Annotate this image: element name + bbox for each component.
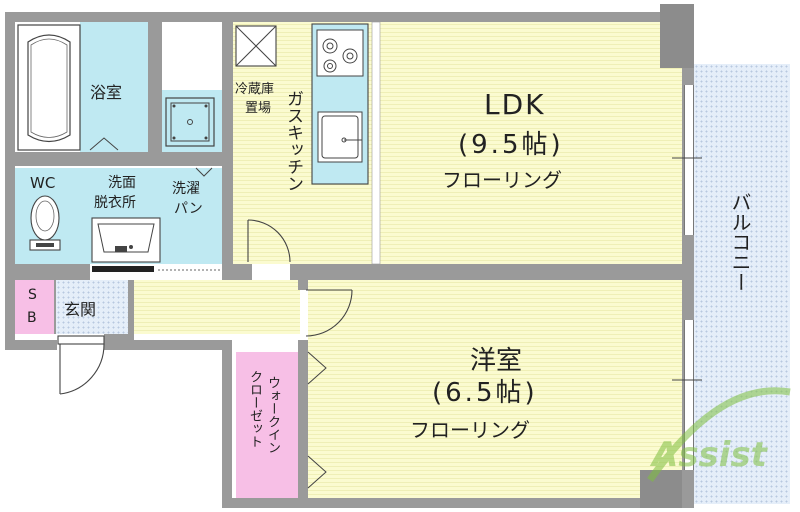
structural-column	[660, 4, 694, 68]
ldk-size: (9.5帖)	[458, 130, 564, 160]
wall	[233, 12, 693, 22]
door-swing	[57, 335, 105, 395]
wash-basin-icon	[91, 217, 161, 272]
ldk-floor-type: フローリング	[442, 168, 562, 192]
western-room-floor-type: フローリング	[410, 418, 530, 442]
svg-text:Assist: Assist	[649, 435, 769, 475]
wall	[222, 340, 232, 508]
sb-label-b: B	[27, 310, 37, 326]
entrance-label: 玄関	[64, 300, 97, 319]
entrance-floor	[56, 280, 128, 334]
western-room-title: 洋室	[470, 346, 523, 376]
wall	[222, 22, 233, 272]
wall	[14, 264, 90, 280]
wall	[5, 340, 57, 350]
sb-label-s: S	[28, 287, 37, 303]
wall	[14, 152, 224, 166]
wall	[222, 264, 252, 280]
kitchen-label: ガスキッチン	[283, 90, 303, 192]
fridge-label-line1: 冷蔵庫	[235, 82, 275, 97]
wc-label: WC	[30, 174, 56, 192]
laundry-label-line2: パン	[174, 201, 203, 217]
walk-in-closet-area	[236, 352, 298, 498]
wall	[148, 22, 162, 152]
wall	[298, 340, 308, 498]
fridge-space-icon	[235, 25, 277, 67]
bathroom-floor	[80, 22, 148, 152]
bathtub-icon	[17, 24, 81, 151]
wall	[128, 280, 134, 334]
fridge-label-line2: 置場	[245, 101, 272, 116]
western-room-floor	[308, 280, 682, 498]
wall	[222, 498, 682, 508]
closet-label-line2: クローゼット	[247, 370, 262, 448]
door-swing	[247, 219, 291, 263]
wall	[290, 264, 682, 280]
window	[684, 85, 694, 235]
western-room-size: (6.5帖)	[432, 378, 538, 408]
balcony-area	[694, 64, 790, 504]
kitchen-counter-icon	[311, 21, 381, 265]
door-swing	[305, 289, 353, 337]
window	[684, 320, 694, 470]
wall	[298, 280, 308, 290]
ldk-title: LDK	[484, 88, 546, 121]
shoe-box-area	[14, 280, 54, 334]
wall	[126, 340, 232, 350]
structural-column	[640, 470, 682, 508]
wall	[54, 280, 56, 334]
washroom-label-line2: 脱衣所	[94, 195, 136, 211]
closet-door	[307, 351, 327, 489]
laundry-label-line1: 洗濯	[172, 181, 200, 197]
toilet-icon	[29, 195, 61, 251]
balcony-label: バルコニー	[728, 192, 752, 292]
washroom-label-line1: 洗面	[108, 175, 136, 191]
watermark-logo: Assist	[647, 387, 791, 483]
laundry-pan-icon	[165, 97, 215, 177]
bath-label: 浴室	[90, 83, 123, 102]
closet-label-line1: ウォークイン	[265, 376, 280, 454]
hallway-floor	[134, 280, 300, 334]
wall	[5, 12, 15, 350]
ldk-floor	[380, 22, 682, 264]
wall	[5, 12, 233, 22]
